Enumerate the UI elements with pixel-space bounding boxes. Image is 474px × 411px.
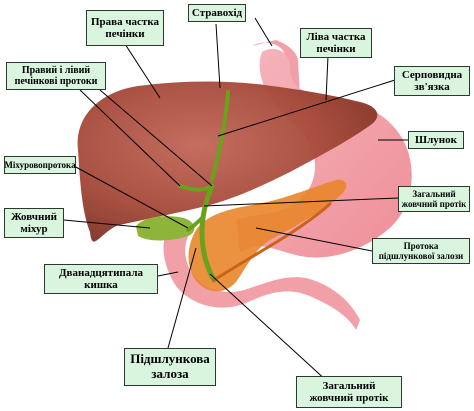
label-line: Правий і лівий xyxy=(21,64,91,76)
label-line: Стравохід xyxy=(191,6,243,19)
label-right-liver-lobe: Права частка печінки xyxy=(86,10,164,46)
label-line: Підшлункова xyxy=(130,351,210,367)
leader-lines xyxy=(63,17,408,383)
label-line: зв'язка xyxy=(414,81,450,93)
label-line: міхур xyxy=(20,223,48,235)
label-gallbladder: Жовчний міхур xyxy=(4,208,64,238)
duodenum-shape xyxy=(163,222,360,330)
label-duodenum: Дванадцятипала кишка xyxy=(44,264,158,294)
label-line: Права частка xyxy=(90,15,160,28)
label-line: печінки xyxy=(316,43,356,55)
label-line: Ліва частка xyxy=(306,30,366,43)
label-line: жовчний протік xyxy=(401,199,467,209)
label-left-liver-lobe: Ліва частка печінки xyxy=(300,28,372,58)
label-line: Загальний xyxy=(412,188,456,199)
label-line: підшлункової залози xyxy=(378,251,464,261)
label-line: Загальний xyxy=(322,379,376,392)
label-pancreas: Підшлункова залоза xyxy=(124,348,216,386)
label-falciform-ligament: Серповидна зв'язка xyxy=(394,66,470,96)
label-common-bile-duct-right: Загальний жовчний протік xyxy=(398,186,470,212)
label-stomach: Шлунок xyxy=(408,131,464,149)
label-esophagus: Стравохід xyxy=(188,4,246,22)
label-common-bile-duct-bottom: Загальний жовчний протік xyxy=(296,376,402,408)
label-line: Міхуровопротока xyxy=(4,159,76,170)
liver-shape xyxy=(77,81,378,242)
label-line: залоза xyxy=(151,366,189,381)
label-pancreatic-duct: Протока підшлункової залози xyxy=(372,238,470,264)
label-hepatic-ducts: Правий і лівий печінкові протоки xyxy=(6,62,106,90)
bile-duct-system xyxy=(178,90,332,283)
label-line: Дванадцятипала xyxy=(58,266,144,279)
label-line: Серповидна xyxy=(401,68,463,81)
label-line: печінкові протоки xyxy=(14,76,98,87)
label-line: жовчний протік xyxy=(309,392,389,404)
label-line: кишка xyxy=(84,279,118,291)
label-line: Шлунок xyxy=(415,133,457,146)
label-line: печінки xyxy=(105,28,145,40)
gallbladder-shape xyxy=(136,216,195,241)
label-line: Протока xyxy=(403,240,439,251)
label-cystic-duct: Міхуровопротока xyxy=(4,156,76,174)
pancreas-shape xyxy=(188,179,347,292)
label-line: Жовчний xyxy=(10,210,57,223)
